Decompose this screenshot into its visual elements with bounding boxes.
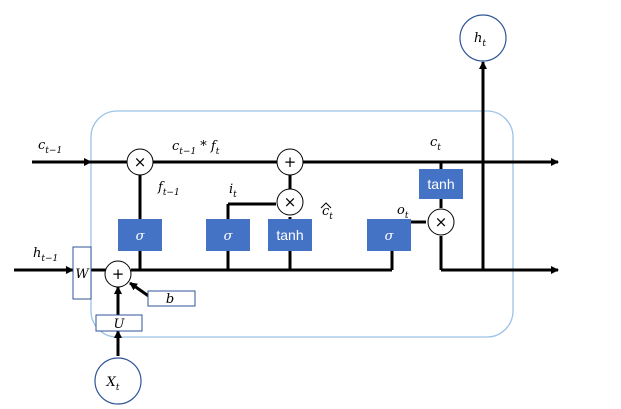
- w-weight-box: [72, 246, 92, 300]
- candidate-gate-box: [268, 219, 312, 251]
- candidate-gate-label: tanh: [276, 227, 303, 243]
- u-weight-label: U: [114, 317, 126, 332]
- ht-label: ht: [474, 31, 486, 49]
- c-forget-label: ct−1 * ft: [172, 139, 220, 157]
- input-multiply-symbol: ×: [284, 193, 297, 211]
- bias-label: b: [166, 292, 174, 307]
- output-multiply-node: [427, 208, 455, 236]
- input-multiply-node: [276, 188, 304, 216]
- bias-box: [147, 290, 196, 307]
- cell-add-symbol: +: [284, 153, 297, 171]
- cell-boundary: [90, 110, 514, 338]
- forget-gate-label: σ: [136, 229, 146, 244]
- bias-arrow: [129, 281, 151, 299]
- output-tanh-label: tanh: [427, 176, 454, 192]
- output-tanh-box: [419, 169, 463, 199]
- input-gate-label: σ: [224, 229, 234, 244]
- output-gate-label: σ: [385, 229, 395, 244]
- xt-node: [94, 357, 142, 405]
- forget-multiply-symbol: ×: [134, 153, 147, 171]
- cell-add-node: [276, 148, 304, 176]
- c-t-label: ct: [430, 135, 441, 153]
- output-gate-box: [367, 219, 411, 251]
- input-add-node: [104, 260, 132, 288]
- ht-node: [459, 14, 507, 62]
- i-t-label: it: [229, 182, 237, 200]
- output-multiply-symbol: ×: [435, 213, 448, 231]
- w-weight-label: W: [75, 267, 90, 282]
- xt-label: Xt: [106, 375, 120, 393]
- c-prev-label: ct−1: [38, 138, 62, 156]
- forget-multiply-node: [126, 148, 154, 176]
- input-gate-box: [206, 219, 250, 251]
- u-weight-box: [95, 314, 143, 332]
- o-t-label: ot: [397, 203, 409, 221]
- c-hat-accent: [320, 202, 332, 209]
- input-add-symbol: +: [112, 265, 125, 283]
- f-t-label: ft−1: [157, 180, 180, 198]
- h-prev-label: ht−1: [33, 246, 58, 264]
- forget-gate-box: [118, 219, 162, 251]
- c-hat-label: ct: [322, 204, 333, 222]
